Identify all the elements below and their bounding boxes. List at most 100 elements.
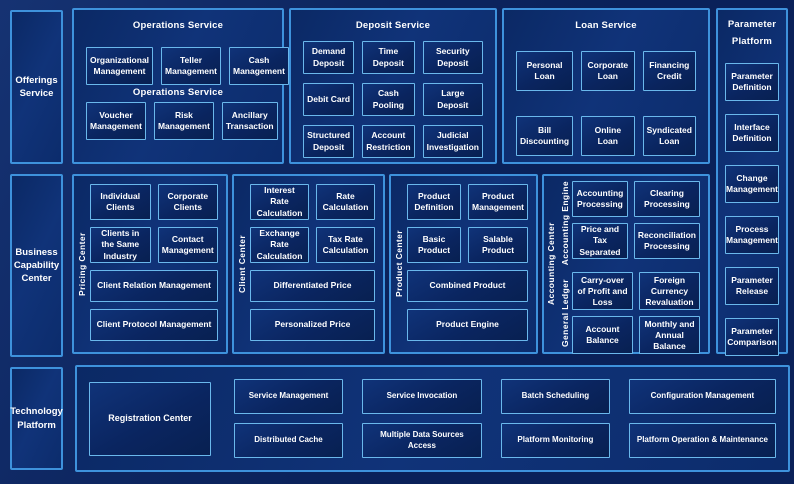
box-bill-discounting: Bill Discounting (516, 116, 574, 156)
box-clients-in-the-same-industry: Clients in the Same Industry (90, 227, 151, 263)
box-accounting-processing: Accounting Processing (572, 181, 628, 217)
box-client-relation-management: Client Relation Management (90, 270, 218, 302)
box-basic-product: Basic Product (407, 227, 462, 263)
box-client-protocol-management: Client Protocol Management (90, 309, 218, 341)
box-exchange-rate-calculation: Exchange Rate Calculation (250, 227, 309, 263)
box-large-deposit: Large Deposit (422, 83, 483, 116)
section-parameter-platform: Parameter Platform Parameter Definition … (716, 8, 788, 357)
box-security-deposit: Security Deposit (422, 41, 483, 74)
box-syndicated-loan: Syndicated Loan (642, 116, 696, 156)
box-configuration-management: Configuration Management (628, 379, 776, 414)
box-platform-operation-maintenance: Platform Operation & Maintenance (628, 423, 776, 458)
box-monthly-and-annual-balance: Monthly and Annual Balance (639, 316, 700, 355)
box-corporate-loan: Corporate Loan (581, 51, 635, 91)
box-parameter-release: Parameter Release (725, 267, 779, 306)
box-carry-over-of-profit-and-loss: Carry-over of Profit and Loss (572, 272, 633, 311)
box-personal-loan: Personal Loan (516, 51, 574, 91)
box-corporate-clients: Corporate Clients (157, 184, 218, 220)
rail-business-capability-center-label: Business Capability Center (13, 246, 60, 285)
box-reconciliation-processing: Reconciliation Processing (633, 223, 700, 259)
box-cash-pooling: Cash Pooling (362, 83, 415, 116)
box-interface-definition: Interface Definition (725, 114, 779, 153)
box-service-management: Service Management (234, 379, 343, 414)
box-risk-management: Risk Management (153, 102, 214, 140)
deposit-service-title: Deposit Service (355, 20, 431, 31)
box-ancillary-transaction: Ancillary Transaction (221, 102, 278, 140)
box-combined-product: Combined Product (407, 270, 528, 302)
box-teller-management: Teller Management (161, 47, 221, 85)
box-organizational-management: Organizational Management (86, 47, 154, 85)
general-ledger-label: General Ledger (560, 279, 570, 348)
box-online-loan: Online Loan (581, 116, 635, 156)
accounting-center-label: Accounting Center (546, 222, 556, 306)
box-financing-credit: Financing Credit (642, 51, 696, 91)
pricing-small-grid: Individual Clients Corporate Clients Cli… (90, 184, 218, 263)
box-clearing-processing: Clearing Processing (633, 181, 700, 217)
client-center-label: Client Center (237, 234, 247, 294)
section-product-center: Product Center Product Definition Produc… (389, 174, 538, 354)
box-distributed-cache: Distributed Cache (234, 423, 343, 458)
box-foreign-currency-revaluation: Foreign Currency Revaluation (639, 272, 700, 311)
section-pricing-center: Pricing Center Individual Clients Corpor… (72, 174, 228, 354)
box-product-management: Product Management (468, 184, 528, 220)
rail-technology-platform-label: Technology Platform (10, 406, 63, 431)
accounting-groups: Accounting Engine Accounting Processing … (558, 176, 708, 355)
accounting-engine-group: Accounting Engine Accounting Processing … (558, 181, 700, 265)
box-rate-calculation: Rate Calculation (316, 184, 375, 220)
operations-service-title: Operations Service (132, 20, 224, 31)
box-demand-deposit: Demand Deposit (303, 41, 355, 74)
deposit-grid: Demand Deposit Time Deposit Security Dep… (303, 41, 483, 158)
box-time-deposit: Time Deposit (362, 41, 415, 74)
box-salable-product: Salable Product (468, 227, 528, 263)
box-product-definition: Product Definition (407, 184, 462, 220)
box-voucher-management: Voucher Management (86, 102, 146, 140)
box-structured-deposit: Structured Deposit (303, 125, 355, 158)
box-differentiated-price: Differentiated Price (250, 270, 375, 302)
box-process-management: Process Management (725, 216, 779, 255)
product-center-body: Product Definition Product Management Ba… (407, 176, 536, 352)
rail-technology-platform: Technology Platform (10, 367, 63, 470)
section-operations-service: Operations Service Organizational Manage… (72, 8, 289, 164)
section-deposit-service: Deposit Service Demand Deposit Time Depo… (289, 8, 497, 164)
section-accounting-center: Accounting Center Accounting Engine Acco… (542, 174, 710, 355)
loan-service-title: Loan Service (575, 20, 637, 31)
box-product-engine: Product Engine (407, 309, 528, 341)
box-tax-rate-calculation: Tax Rate Calculation (316, 227, 375, 263)
operations-service-mid-label: Operations Service (132, 87, 224, 98)
client-small-grid: Interest Rate Calculation Rate Calculati… (250, 184, 375, 263)
product-small-grid: Product Definition Product Management Ba… (407, 184, 528, 263)
rail-offerings-service: Offerings Service (10, 10, 63, 164)
client-center-body: Interest Rate Calculation Rate Calculati… (250, 176, 383, 352)
box-registration-center: Registration Center (89, 381, 211, 456)
section-loan-service: Loan Service Personal Loan Corporate Loa… (502, 8, 710, 164)
loan-grid: Personal Loan Corporate Loan Financing C… (516, 51, 696, 156)
box-multiple-data-sources-access: Multiple Data Sources Access (361, 423, 482, 458)
general-ledger-grid: Carry-over of Profit and Loss Foreign Cu… (572, 272, 700, 355)
technology-grid: Service Management Service Invocation Ba… (234, 375, 776, 462)
box-individual-clients: Individual Clients (90, 184, 151, 220)
box-personalized-price: Personalized Price (250, 309, 375, 341)
box-platform-monitoring: Platform Monitoring (500, 423, 610, 458)
box-change-management: Change Management (725, 165, 779, 204)
pricing-center-label: Pricing Center (77, 232, 87, 296)
accounting-engine-label: Accounting Engine (560, 181, 570, 266)
operations-row-1: Organizational Management Teller Managem… (86, 47, 289, 85)
operations-row-2: Voucher Management Risk Management Ancil… (86, 102, 278, 140)
box-judicial-investigation: Judicial Investigation (422, 125, 483, 158)
box-account-balance: Account Balance (572, 316, 633, 355)
box-account-restriction: Account Restriction (362, 125, 415, 158)
box-parameter-definition: Parameter Definition (725, 63, 779, 102)
accounting-engine-grid: Accounting Processing Clearing Processin… (572, 181, 700, 265)
box-parameter-comparison: Parameter Comparison (725, 318, 779, 357)
box-interest-rate-calculation: Interest Rate Calculation (250, 184, 309, 220)
rail-business-capability-center: Business Capability Center (10, 174, 63, 357)
box-price-and-tax-separated: Price and Tax Separated (572, 223, 628, 259)
parameter-platform-title-line2: Platform (731, 36, 773, 48)
general-ledger-group: General Ledger Carry-over of Profit and … (558, 272, 700, 355)
box-debit-card: Debit Card (303, 83, 355, 116)
box-batch-scheduling: Batch Scheduling (500, 379, 610, 414)
box-cash-management: Cash Management (229, 47, 289, 85)
product-center-label: Product Center (394, 230, 404, 298)
box-contact-management: Contact Management (157, 227, 218, 263)
